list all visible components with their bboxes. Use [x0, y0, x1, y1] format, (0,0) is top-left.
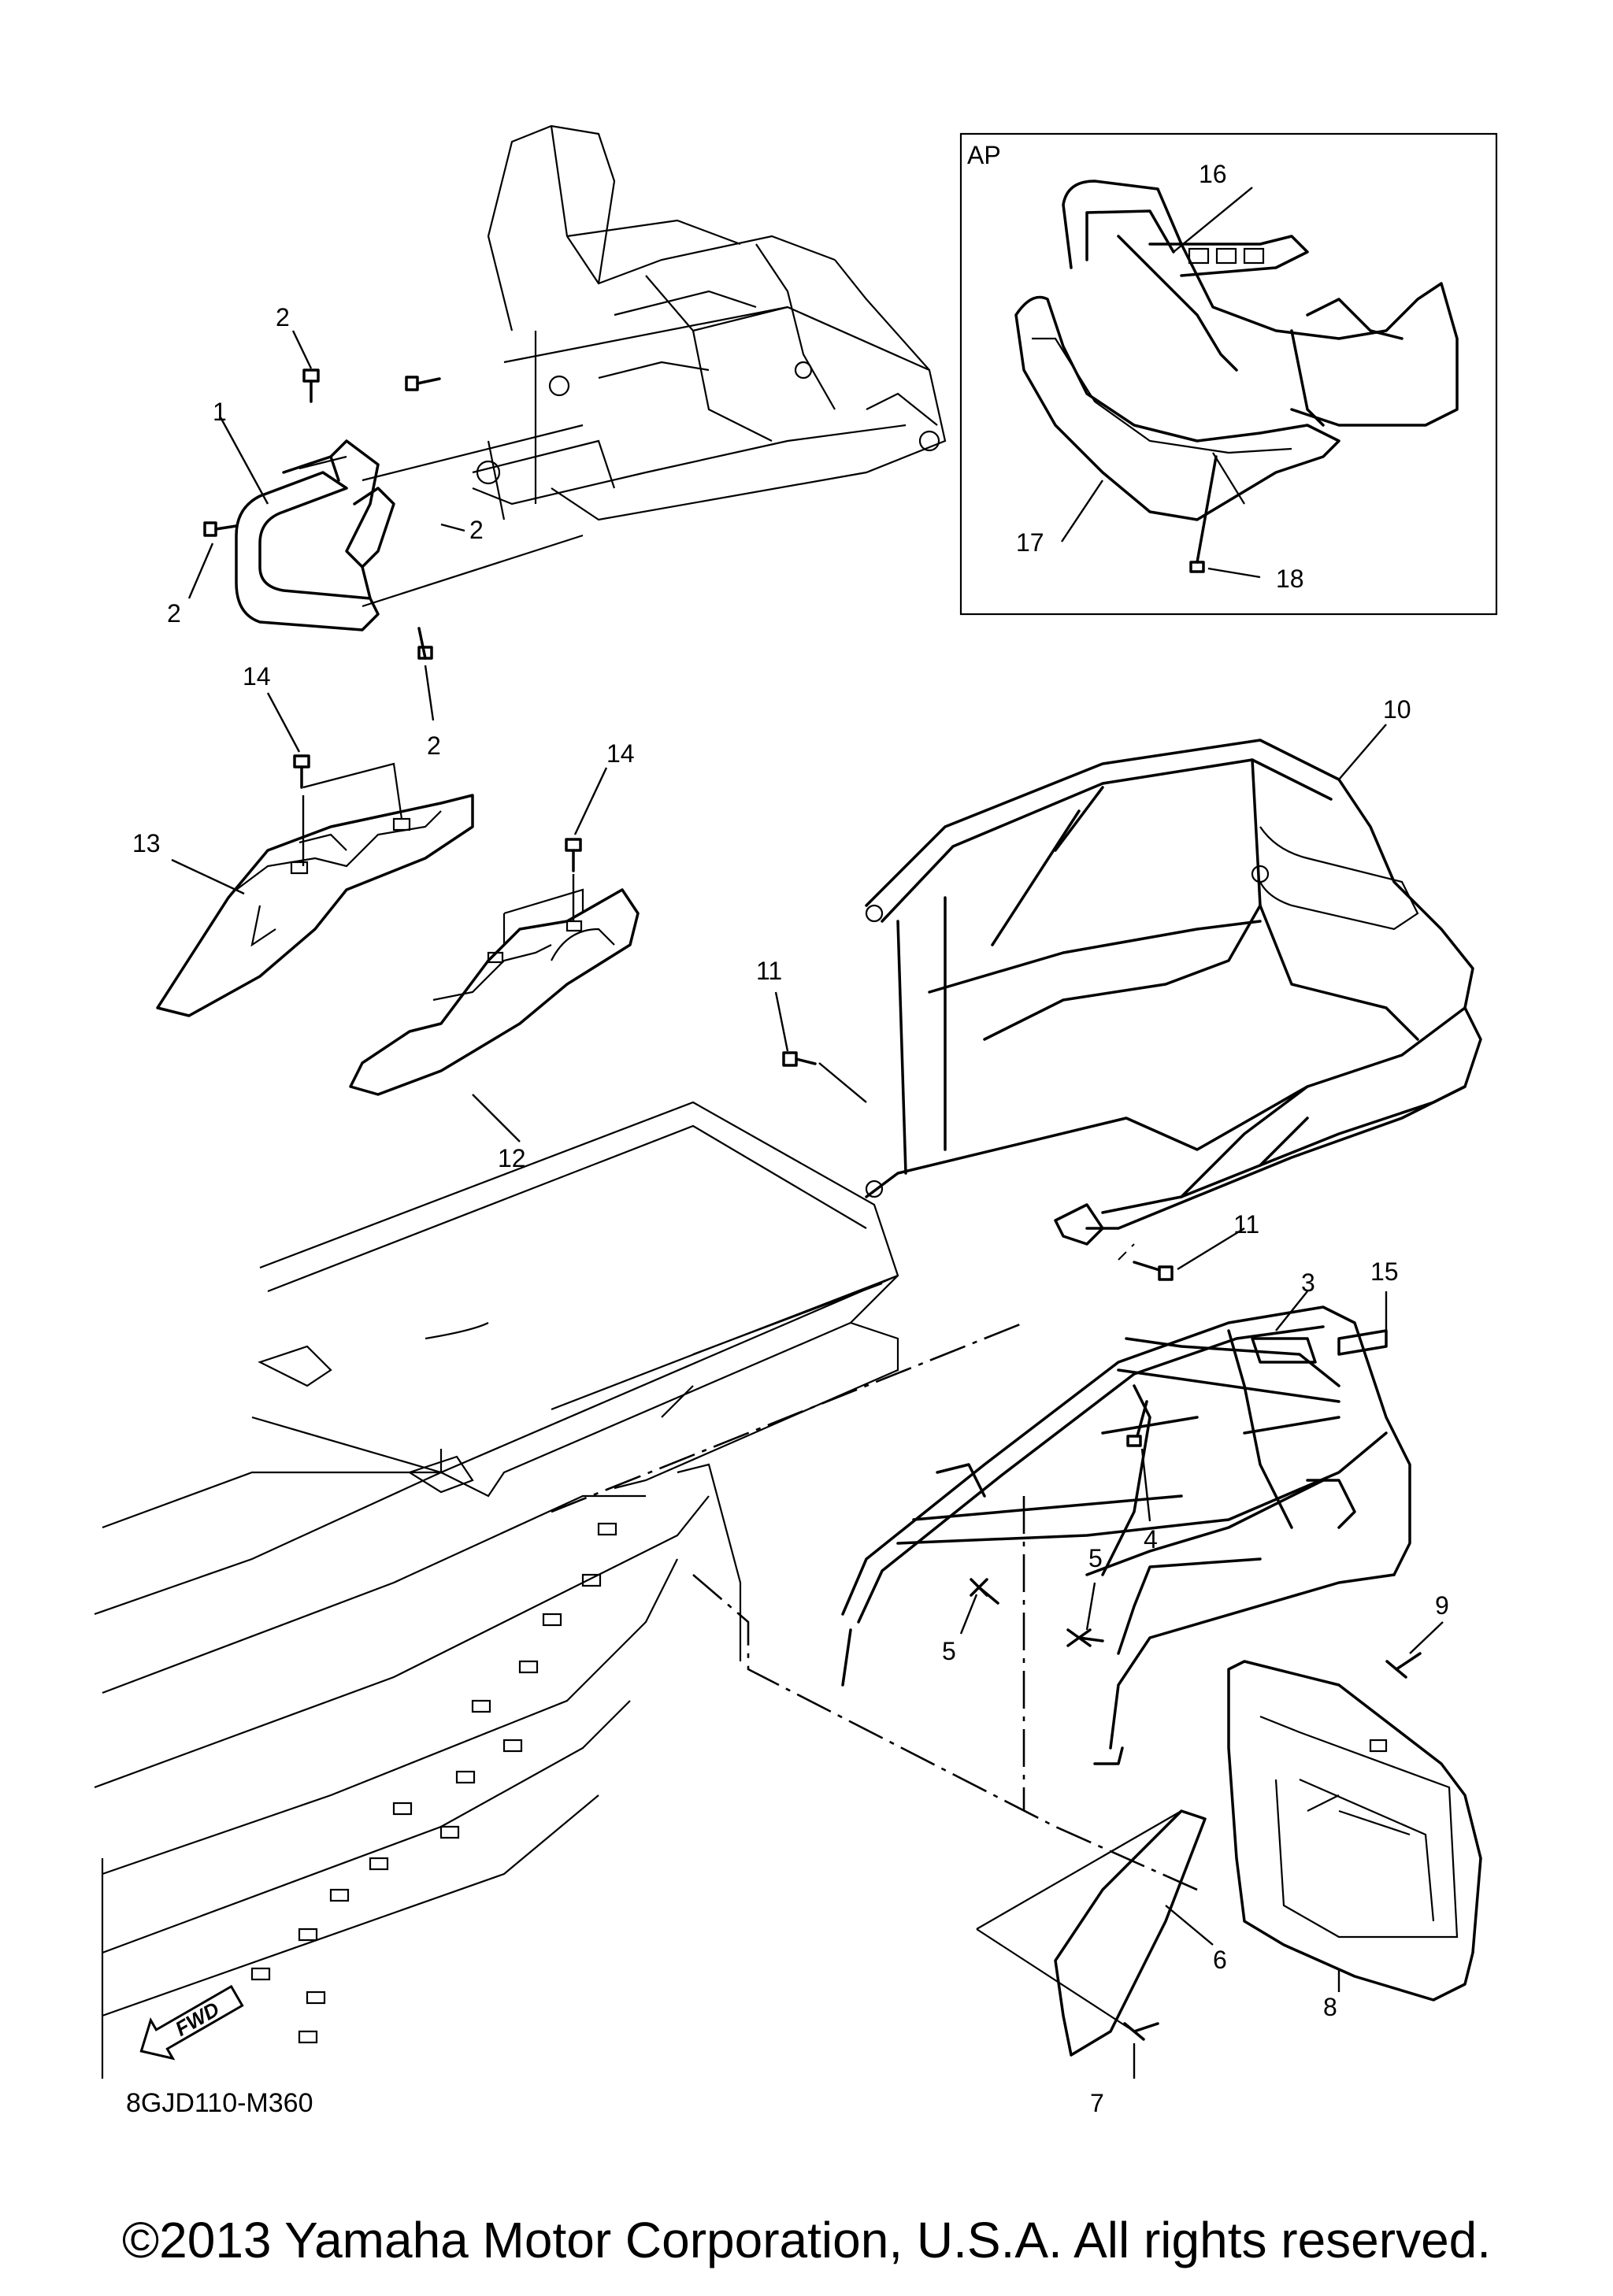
leader-lines-upper-left — [187, 330, 584, 721]
copyright-notice: ©2013 Yamaha Motor Corporation, U.S.A. A… — [121, 2212, 1492, 2268]
part-8-mud-flap — [1227, 1660, 1482, 2002]
callout-15: 15 — [1370, 1257, 1399, 1286]
leader-lines-lower — [959, 1291, 1444, 2079]
main-frame-reference — [472, 124, 947, 521]
callout-9: 9 — [1435, 1591, 1449, 1620]
callout-14: 14 — [606, 739, 635, 768]
callout-4: 4 — [1144, 1525, 1158, 1554]
part-3-rear-rack — [841, 1305, 1411, 1765]
part-13-cover — [156, 794, 474, 1017]
callout-11: 11 — [1233, 1210, 1259, 1239]
bolt-2-icons — [203, 368, 441, 660]
callout-16: 16 — [1199, 160, 1227, 188]
drawing-code: 8GJD110-M360 — [126, 2088, 313, 2118]
bolt-14-icons — [293, 754, 582, 872]
fwd-arrow-icon: FWD — [139, 1984, 244, 2061]
part-12-cover — [349, 888, 640, 1096]
inset-panel-label: AP — [967, 141, 1001, 169]
callout-7: 7 — [1090, 2089, 1104, 2117]
callout-8: 8 — [1323, 1993, 1337, 2021]
part-6-side-panel — [976, 1809, 1207, 2057]
callout-2: 2 — [276, 303, 290, 331]
part-10-rear-frame — [865, 739, 1482, 1246]
callout-1: 1 — [213, 398, 227, 426]
deck-vent-slots — [250, 1522, 617, 2044]
callout-6: 6 — [1213, 1946, 1227, 1974]
part-1-bracket — [235, 439, 395, 631]
deck-phantom-lines — [551, 1321, 1198, 1891]
callout-3: 3 — [1301, 1268, 1315, 1297]
callout-2: 2 — [469, 516, 484, 544]
callout-17: 17 — [1016, 528, 1044, 557]
callout-14: 14 — [243, 662, 271, 691]
vehicle-deck-reference — [94, 1101, 899, 2079]
callout-10: 10 — [1383, 695, 1411, 724]
callout-13: 13 — [132, 829, 161, 857]
callout-12: 12 — [498, 1144, 526, 1172]
fastener-icons-lower — [970, 1329, 1422, 2041]
bolt-11-icons — [782, 1051, 1174, 1281]
callout-5: 5 — [942, 1637, 956, 1665]
ap-inset-panel — [959, 132, 1498, 616]
callout-5: 5 — [1088, 1544, 1103, 1572]
callout-2: 2 — [167, 599, 181, 628]
leader-lines-frame — [774, 724, 1387, 1271]
leader-lines-covers — [171, 692, 608, 1142]
callout-2: 2 — [427, 731, 441, 760]
callout-11: 11 — [756, 957, 782, 985]
callout-18: 18 — [1276, 565, 1304, 593]
callout-labels: 1 2 2 2 2 3 4 5 5 6 7 8 9 10 11 11 12 13… — [132, 160, 1449, 2117]
